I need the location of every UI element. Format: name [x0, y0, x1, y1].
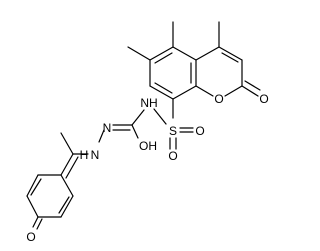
bond: [149, 85, 174, 100]
bond: [149, 46, 174, 61]
bond: [98, 129, 105, 143]
hydroxyl-label: OH: [139, 139, 157, 153]
bond: [172, 85, 197, 100]
bond: [154, 82, 173, 94]
bond: [195, 46, 220, 61]
bond: [60, 153, 74, 176]
bond: [154, 52, 173, 64]
bond: [36, 218, 43, 230]
bond: [224, 85, 243, 97]
bond: [60, 174, 74, 197]
bond: [241, 85, 259, 97]
bond: [26, 195, 39, 218]
molecule-structure: O O NH S O O N OH H N O: [26, 21, 269, 244]
hydrazine-hydrogen-label: H: [80, 148, 89, 162]
bond: [221, 52, 239, 63]
bond: [153, 108, 167, 125]
ring-oxygen-label: O: [214, 92, 223, 106]
quinone-oxygen-label: O: [26, 230, 35, 244]
bond: [58, 196, 70, 214]
bond: [244, 80, 261, 91]
bond: [172, 46, 197, 61]
bond: [60, 132, 74, 155]
bond: [26, 174, 39, 197]
bond: [195, 85, 214, 97]
bond: [218, 46, 243, 61]
bond: [127, 46, 151, 61]
imine-nitrogen-label: N: [103, 121, 112, 135]
bond: [131, 109, 145, 126]
bond: [131, 124, 139, 139]
coumarin-carbonyl-oxygen-label: O: [259, 92, 268, 106]
sulfonamide-nh-label: NH: [140, 96, 157, 110]
bond: [60, 195, 74, 218]
sulfonyl-oxygen-right-label: O: [195, 124, 204, 138]
structure-canvas: O O NH S O O N OH H N O: [26, 21, 269, 244]
bond: [30, 178, 42, 196]
sulfur-label: S: [169, 124, 177, 138]
sulfonyl-oxygen-bottom-label: O: [168, 149, 177, 163]
bond: [65, 156, 79, 179]
hydrazine-nitrogen-label: N: [91, 148, 100, 162]
bond: [32, 216, 39, 228]
